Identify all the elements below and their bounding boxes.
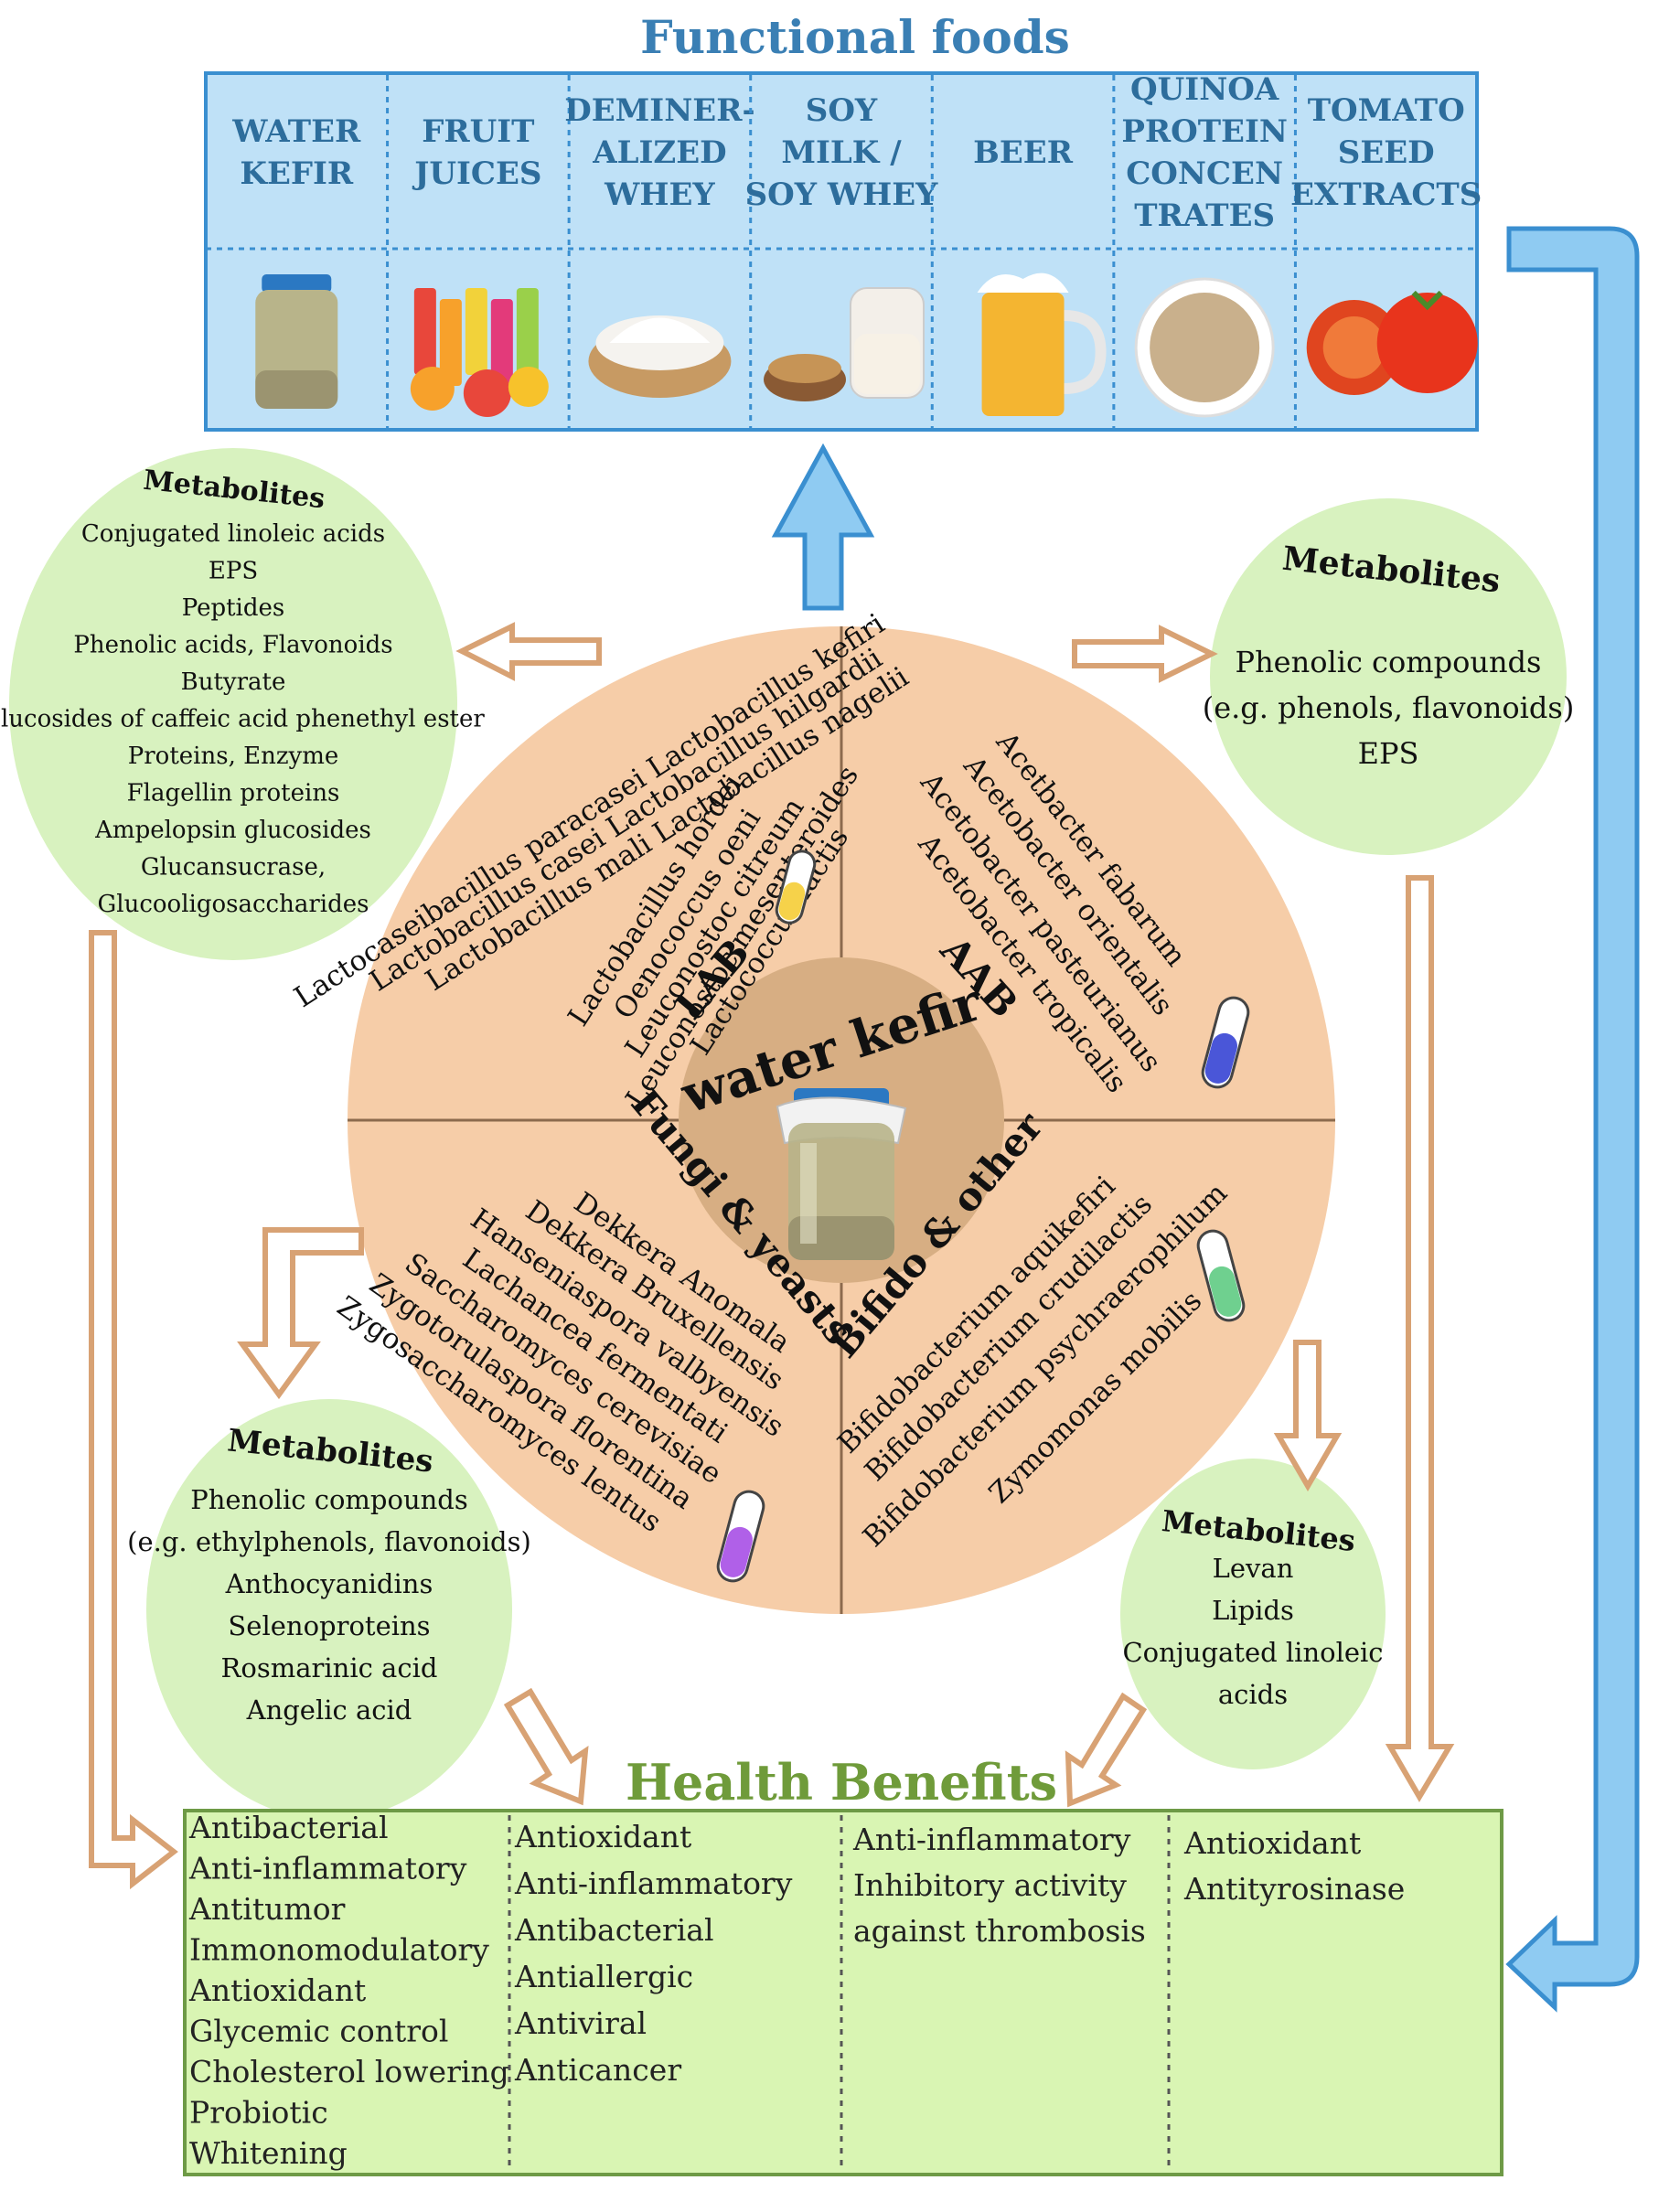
metabolite-item: Lipids <box>1212 1595 1294 1626</box>
fruit-juice-icon <box>410 288 549 417</box>
food-label-line: KEFIR <box>240 155 354 192</box>
benefit-item: Antiviral <box>514 2005 647 2041</box>
arrow-aab-metabolites-to-benefits <box>1385 875 1455 1802</box>
benefit-item: Immonomodulatory <box>189 1932 489 1968</box>
arrow-bifido-to-metabolites <box>1273 1340 1343 1491</box>
benefit-item: Antibacterial <box>188 1810 389 1845</box>
test-tube-icon <box>1196 1229 1246 1322</box>
food-label-line: SEED <box>1338 134 1435 171</box>
food-label-line: FRUIT <box>422 113 534 150</box>
benefit-item: Antityrosinase <box>1183 1871 1405 1907</box>
food-label-line: CONCEN <box>1126 155 1283 192</box>
fungi-metabolites-bubble <box>146 1399 512 1820</box>
benefit-item: Anti-inflammatory <box>852 1822 1131 1857</box>
metabolite-item: (e.g. ethylphenols, flavonoids) <box>127 1526 531 1557</box>
benefit-item: Glycemic control <box>189 2014 448 2049</box>
food-label-line: SOY <box>806 92 878 129</box>
benefit-item: Probiotic <box>189 2095 328 2131</box>
metabolite-item: Proteins, Enzyme <box>128 743 339 770</box>
food-label-line: WATER <box>231 113 361 150</box>
metabolite-item: acids <box>1218 1679 1288 1710</box>
test-tube-icon <box>1201 996 1250 1089</box>
metabolite-item: EPS <box>209 558 258 585</box>
health-benefits-columns: AntibacterialAnti-inflammatoryAntitumorI… <box>188 1810 1405 2171</box>
aab-metabolites-list: Phenolic compounds (e.g. phenols, flavono… <box>1203 645 1575 771</box>
metabolite-item: Ampelopsin glucosides <box>94 817 371 844</box>
soy-milk-icon <box>764 287 925 401</box>
food-label-line: ALIZED <box>592 134 726 171</box>
blue-return-arrow <box>1505 226 1640 2013</box>
up-arrow-to-foods <box>771 443 875 611</box>
quinoa-bowl-icon <box>1134 277 1275 418</box>
food-label-line: TOMATO <box>1308 92 1465 129</box>
functional-foods-title: Functional foods <box>640 10 1070 64</box>
metabolite-item: Anthocyanidins <box>225 1568 433 1599</box>
benefit-item: Antioxidant <box>514 1819 691 1854</box>
aab-metabolites-bubble <box>1210 498 1567 855</box>
benefit-item: Antiallergic <box>514 1959 693 1994</box>
arrow-fungi-metabolites-to-benefits <box>503 1687 589 1806</box>
metabolite-item: Flagellin proteins <box>127 780 340 807</box>
arrow-lab-to-metabolites <box>455 622 602 681</box>
health-benefits-box <box>183 1809 1503 2176</box>
metabolite-item: Butyrate <box>181 668 286 696</box>
arrow-lab-metabolites-to-benefits <box>89 930 178 1890</box>
food-label-line: TRATES <box>1134 198 1275 234</box>
metabolite-item: Angelic acid <box>246 1694 412 1726</box>
metabolite-item: Glucosides of caffeic acid phenethyl est… <box>0 706 485 733</box>
metabolite-item: Conjugated linoleic acids <box>81 520 385 548</box>
metabolite-item: (e.g. phenols, flavonoids) <box>1203 690 1575 725</box>
food-cells: WATER KEFIR FRUIT JUICES DEMINER- ALIZED WHEY S… <box>231 71 1482 428</box>
food-label-line: SOY WHEY <box>745 176 939 213</box>
health-benefits-title: Health Benefits <box>626 1753 1057 1812</box>
benefit-item: Anti-inflammatory <box>514 1865 793 1901</box>
beer-mug-icon <box>977 273 1107 416</box>
benefit-item: Antibacterial <box>514 1912 714 1948</box>
whey-powder-icon <box>588 315 732 398</box>
metabolite-item: Phenolic compounds <box>1236 645 1542 679</box>
benefit-item: Anti-inflammatory <box>188 1851 467 1886</box>
test-tube-icon <box>775 850 817 924</box>
metabolite-item: Glucansucrase, <box>141 854 326 882</box>
food-label-line: MILK / <box>781 134 902 171</box>
benefit-item: Antitumor <box>188 1891 346 1927</box>
benefit-item: Whitening <box>189 2135 348 2171</box>
food-label-line: WHEY <box>604 176 715 213</box>
arrow-fungi-to-metabolites <box>237 1227 364 1400</box>
benefit-item: Anticancer <box>514 2052 681 2088</box>
food-label-line: BEER <box>973 134 1074 171</box>
metabolite-item: Phenolic acids, Flavonoids <box>73 632 392 659</box>
kefir-jar-icon <box>255 274 338 409</box>
benefit-item: Antioxidant <box>1183 1825 1361 1861</box>
benefit-item: Inhibitory activity <box>853 1867 1127 1903</box>
metabolite-item: Rosmarinic acid <box>221 1652 438 1683</box>
tomato-icon <box>1306 290 1478 395</box>
food-label-line: QUINOA <box>1130 71 1279 108</box>
food-label-line: JUICES <box>412 155 541 192</box>
lab-metabolites-bubble <box>9 448 457 960</box>
food-label-line: EXTRACTS <box>1290 176 1482 213</box>
metabolite-item: Peptides <box>182 594 285 622</box>
metabolite-item: Selenoproteins <box>228 1610 430 1641</box>
benefit-item: Antioxidant <box>188 1972 366 2008</box>
food-label-line: PROTEIN <box>1121 113 1288 150</box>
kefir-jar-icon <box>776 1088 907 1260</box>
arrow-bifido-metabolites-to-benefits <box>1065 1692 1148 1808</box>
benefit-item: against thrombosis <box>853 1913 1146 1949</box>
arrow-aab-to-metabolites <box>1072 625 1218 683</box>
metabolite-item: Levan <box>1213 1553 1294 1584</box>
fungi-metabolites-list: Phenolic compounds (e.g. ethylphenols, fl… <box>127 1484 531 1726</box>
benefit-item: Cholesterol lowering <box>189 2054 509 2089</box>
bifido-metabolites-bubble <box>1120 1459 1386 1769</box>
metabolite-item: Glucooligosaccharides <box>98 891 369 918</box>
metabolite-item: Phenolic compounds <box>190 1484 468 1515</box>
metabolite-item: Conjugated linoleic <box>1122 1637 1383 1668</box>
metabolite-item: EPS <box>1358 736 1419 771</box>
test-tube-icon <box>716 1490 765 1583</box>
food-label-line: DEMINER- <box>564 92 754 129</box>
